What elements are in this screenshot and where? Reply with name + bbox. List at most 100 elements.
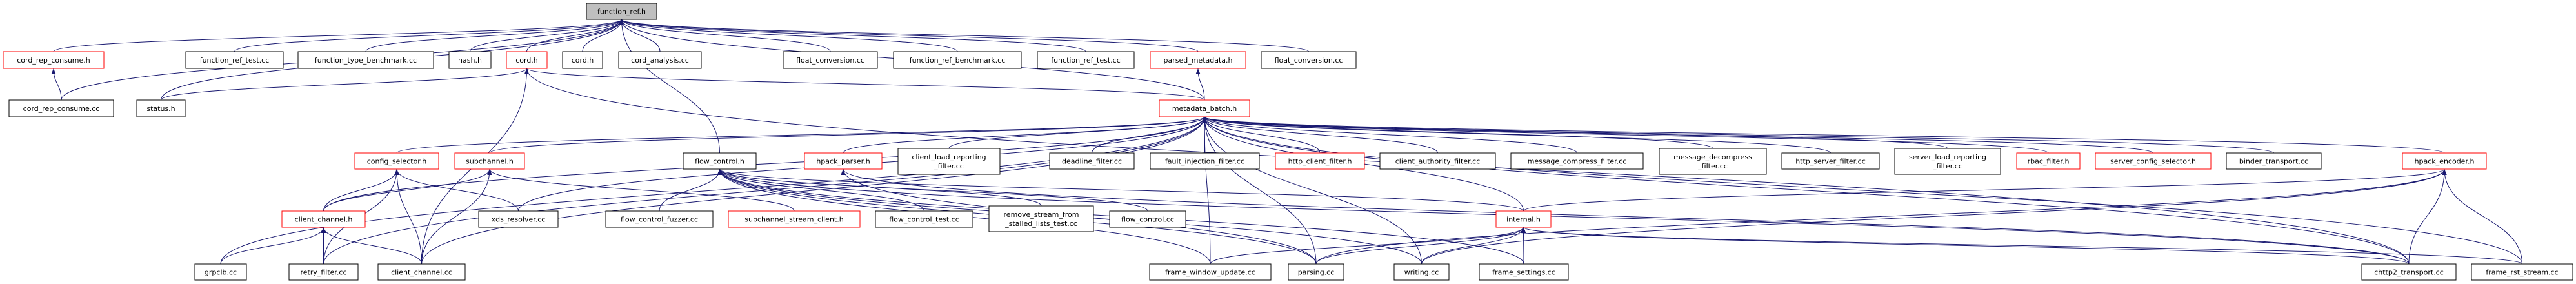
node-label: writing.cc: [1404, 269, 1439, 277]
node-box: [1037, 51, 1135, 69]
node-server-load-reporting-filter-cc[interactable]: server_load_reporting_filter.cc: [1894, 148, 2001, 175]
node-box: [605, 210, 714, 228]
node-subchannel-h[interactable]: subchannel.h: [454, 152, 525, 170]
node-box: [783, 51, 878, 69]
node-retry-filter-cc[interactable]: retry_filter.cc: [288, 263, 359, 281]
node-function-ref-test-cc-b[interactable]: function_ref_test.cc: [1037, 51, 1135, 69]
node-box: [1479, 263, 1569, 281]
node-box: [728, 210, 861, 228]
node-box: [1150, 152, 1260, 170]
node-box: [1659, 148, 1767, 175]
node-label: internal.h: [1506, 216, 1541, 224]
edge-client-channel-h-to-subchannel-h: [323, 168, 492, 212]
node-parsing-cc[interactable]: parsing.cc: [1288, 263, 1344, 281]
node-box: [1150, 51, 1246, 69]
node-cord-rep-consume-h[interactable]: cord_rep_consume.h: [3, 51, 105, 69]
node-function-ref-test-cc-a[interactable]: function_ref_test.cc: [185, 51, 284, 69]
node-fault-injection-filter-cc[interactable]: fault_injection_filter.cc: [1150, 152, 1260, 170]
edge-config-selector-h-to-metadata-batch-h: [396, 116, 1207, 154]
edge-client-channel-cc-to-client-channel-h: [321, 227, 422, 265]
node-function-type-benchmark-cc[interactable]: function_type_benchmark.cc: [297, 51, 434, 69]
edge-function-type-benchmark-cc-to-function-ref-h: [365, 19, 624, 52]
edge-flow-control-test-cc-to-flow-control-h: [717, 168, 924, 212]
node-label: _filter.cc: [1697, 162, 1728, 170]
node-remove-stream-test-cc[interactable]: remove_stream_from_stalled_lists_test.cc: [988, 205, 1094, 232]
node-binder-transport-cc[interactable]: binder_transport.cc: [2226, 152, 2322, 170]
edges-layer: [51, 19, 2522, 265]
node-config-selector-h[interactable]: config_selector.h: [354, 152, 439, 170]
node-client-channel-h[interactable]: client_channel.h: [281, 210, 366, 228]
node-hash-h[interactable]: hash.h: [448, 51, 492, 69]
node-status-h[interactable]: status.h: [136, 99, 186, 117]
node-box: [1379, 152, 1496, 170]
edge-chttp2-transport-cc-to-internal-h: [1521, 227, 2410, 265]
node-flow-control-test-cc[interactable]: flow_control_test.cc: [875, 210, 973, 228]
edge-writing-cc-to-internal-h: [1421, 227, 1526, 265]
node-box: [2402, 152, 2487, 170]
node-message-compress-filter-cc[interactable]: message_compress_filter.cc: [1510, 152, 1644, 170]
node-box: [2226, 152, 2322, 170]
node-label: config_selector.h: [367, 157, 427, 166]
node-grpclb-cc[interactable]: grpclb.cc: [194, 263, 247, 281]
node-function-ref-benchmark-cc[interactable]: function_ref_benchmark.cc: [893, 51, 1022, 69]
node-frame-window-update-cc[interactable]: frame_window_update.cc: [1149, 263, 1272, 281]
node-deadline-filter-cc[interactable]: deadline_filter.cc: [1049, 152, 1135, 170]
edge-float-conversion-cc-a-to-function-ref-h: [619, 19, 831, 52]
edge-function-ref-benchmark-cc-to-function-ref-h: [619, 19, 958, 52]
edge-metadata-batch-h-to-parsed-metadata-h: [1195, 68, 1205, 101]
node-rbac-filter-h[interactable]: rbac_filter.h: [2016, 152, 2081, 170]
edge-function-ref-test-cc-b-to-function-ref-h: [619, 19, 1086, 52]
edge-cord-h-red-to-function-ref-h: [526, 19, 624, 52]
node-cord-analysis-cc[interactable]: cord_analysis.cc: [618, 51, 702, 69]
node-client-load-reporting-filter-cc[interactable]: client_load_reporting_filter.cc: [897, 148, 1001, 175]
node-frame-settings-cc[interactable]: frame_settings.cc: [1479, 263, 1569, 281]
node-float-conversion-cc-a[interactable]: float_conversion.cc: [783, 51, 878, 69]
node-hpack-encoder-h[interactable]: hpack_encoder.h: [2402, 152, 2487, 170]
edge-internal-h-to-hpack-encoder-h: [1523, 168, 2447, 212]
edge-parsed-metadata-h-to-function-ref-h: [619, 19, 1199, 52]
node-label: hpack_encoder.h: [2415, 157, 2475, 166]
node-box: [194, 263, 247, 281]
node-cord-h[interactable]: cord.h: [562, 51, 603, 69]
edge-chttp2-transport-cc-to-metadata-batch-h: [1202, 116, 2410, 265]
node-box: [1049, 152, 1135, 170]
node-label: float_conversion.cc: [1275, 56, 1343, 65]
node-xds-resolver-cc[interactable]: xds_resolver.cc: [478, 210, 559, 228]
node-frame-rst-stream-cc[interactable]: frame_rst_stream.cc: [2471, 263, 2573, 281]
node-function-ref-h[interactable]: function_ref.h: [586, 3, 657, 20]
node-float-conversion-cc-b[interactable]: float_conversion.cc: [1261, 51, 1357, 69]
node-subchannel-stream-client-h[interactable]: subchannel_stream_client.h: [728, 210, 861, 228]
edge-cord-rep-consume-cc-to-cord-rep-consume-h: [51, 68, 62, 101]
edge-client-channel-cc-to-metadata-batch-h: [421, 116, 1207, 265]
node-label: flow_control.h: [695, 157, 744, 166]
node-hpack-parser-h[interactable]: hpack_parser.h: [804, 152, 883, 170]
node-server-config-selector-h[interactable]: server_config_selector.h: [2095, 152, 2212, 170]
node-box: [1109, 210, 1186, 228]
node-metadata-batch-h[interactable]: metadata_batch.h: [1159, 99, 1250, 117]
node-writing-cc[interactable]: writing.cc: [1393, 263, 1450, 281]
node-chttp2-transport-cc[interactable]: chttp2_transport.cc: [2361, 263, 2457, 281]
node-internal-h[interactable]: internal.h: [1495, 210, 1552, 228]
node-flow-control-fuzzer-cc[interactable]: flow_control_fuzzer.cc: [605, 210, 714, 228]
node-http-client-filter-h[interactable]: http_client_filter.h: [1275, 152, 1365, 170]
edge-parsing-cc-to-internal-h: [1315, 227, 1526, 265]
node-client-authority-filter-cc[interactable]: client_authority_filter.cc: [1379, 152, 1496, 170]
node-label: metadata_batch.h: [1172, 105, 1237, 113]
node-client-channel-cc[interactable]: client_channel.cc: [377, 263, 466, 281]
node-box: [3, 51, 105, 69]
node-http-server-filter-cc[interactable]: http_server_filter.cc: [1781, 152, 1880, 170]
node-label: frame_window_update.cc: [1165, 269, 1255, 277]
node-label: frame_settings.cc: [1492, 269, 1555, 277]
node-flow-control-cc[interactable]: flow_control.cc: [1109, 210, 1186, 228]
node-label: subchannel.h: [466, 157, 514, 166]
node-cord-h-red[interactable]: cord.h: [506, 51, 548, 69]
node-label: message_decompress: [1673, 153, 1752, 161]
node-box: [586, 3, 657, 20]
node-box: [354, 152, 439, 170]
node-parsed-metadata-h[interactable]: parsed_metadata.h: [1150, 51, 1246, 69]
edge-frame-window-update-cc-to-internal-h: [1210, 227, 1526, 265]
node-label: hash.h: [458, 56, 482, 65]
node-flow-control-h[interactable]: flow_control.h: [683, 152, 757, 170]
node-message-decompress-filter-cc[interactable]: message_decompress_filter.cc: [1659, 148, 1767, 175]
node-cord-rep-consume-cc[interactable]: cord_rep_consume.cc: [8, 99, 114, 117]
